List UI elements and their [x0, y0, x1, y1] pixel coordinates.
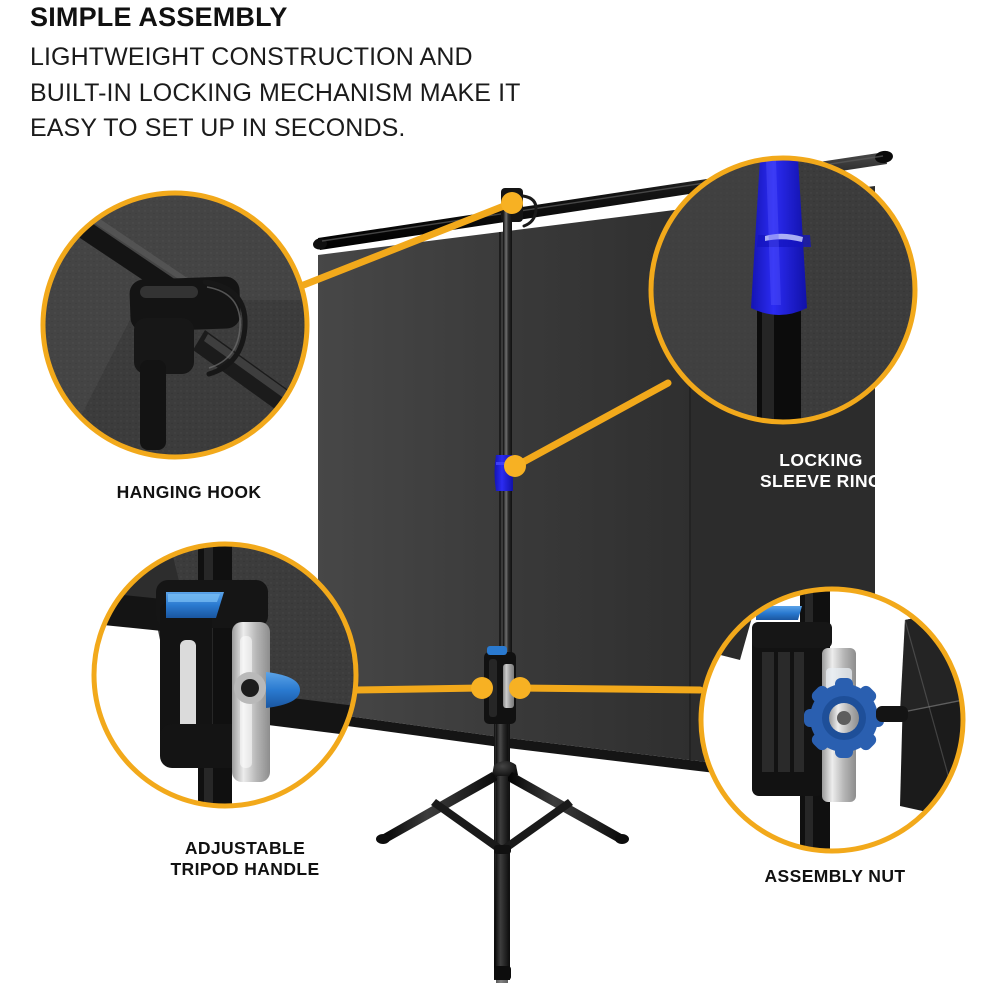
page-title: SIMPLE ASSEMBLY [30, 2, 288, 32]
mid-clamp-assembly [484, 646, 516, 724]
callout-connectors [292, 200, 704, 694]
callout-circle-hanging-hook [40, 190, 310, 460]
dot-hanging-hook [501, 192, 523, 214]
connector-locking-sleeve [512, 379, 672, 470]
dot-locking-sleeve [504, 455, 526, 477]
dot-tripod-handle [471, 677, 493, 699]
connector-assembly-nut [515, 684, 704, 694]
tripod-legs [376, 761, 629, 980]
callout-label-locking-sleeve: LOCKING SLEEVE RING [759, 450, 883, 492]
page-subtitle: LIGHTWEIGHT CONSTRUCTION AND BUILT-IN LO… [30, 43, 521, 142]
callout-label-hanging-hook: HANGING HOOK [116, 482, 262, 502]
connector-tripod-handle [352, 684, 485, 694]
callout-dots [471, 192, 531, 699]
callout-circle-tripod-handle [91, 541, 359, 809]
dot-assembly-nut [509, 677, 531, 699]
callout-label-assembly-nut: ASSEMBLY NUT [764, 866, 906, 886]
callout-circle-assembly-nut [698, 586, 966, 854]
callout-label-tripod-handle: ADJUSTABLE TRIPOD HANDLE [170, 838, 320, 880]
connector-hanging-hook [292, 200, 513, 292]
